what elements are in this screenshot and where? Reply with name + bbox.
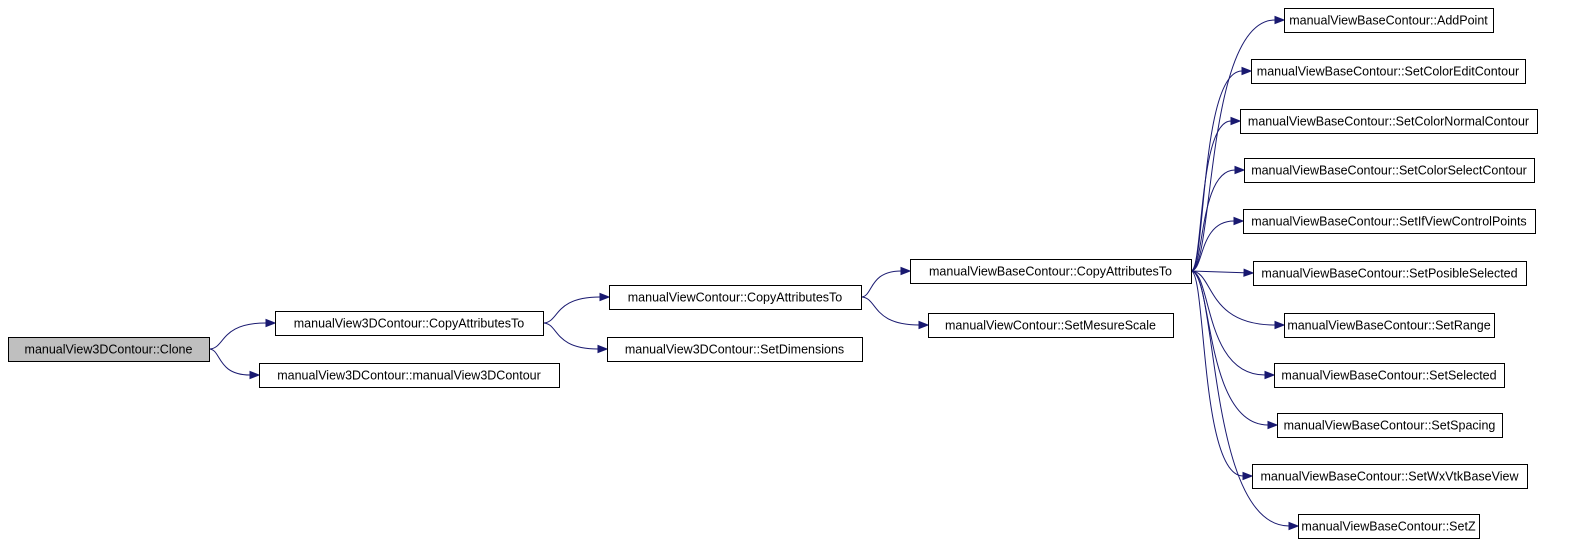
node-label: manualViewBaseContour::SetWxVtkBaseView [1260, 470, 1519, 484]
arrow-head [1234, 165, 1246, 175]
edge-vbc_copy-to-ifview [1190, 220, 1235, 272]
node-v3d_ctor[interactable]: manualView3DContour::manualView3DContour [259, 363, 560, 388]
edge-vbc_copy-to-setz [1190, 270, 1290, 527]
node-posible[interactable]: manualViewBaseContour::SetPosibleSelecte… [1253, 261, 1527, 286]
node-label: manualViewBaseContour::SetSelected [1281, 369, 1496, 383]
arrow-head [1241, 66, 1253, 76]
edges-layer [208, 15, 1300, 531]
arrow-head [1267, 420, 1279, 430]
edge-vbc_copy-to-addpoint [1190, 19, 1276, 272]
node-box [275, 311, 544, 336]
node-v3d_dims[interactable]: manualView3DContour::SetDimensions [607, 337, 863, 362]
node-box [1244, 158, 1535, 183]
node-box [910, 259, 1192, 284]
arrow-head [900, 266, 912, 276]
edge-vc_copy-to-vc_scale [860, 296, 920, 326]
node-box [1243, 209, 1536, 234]
node-ifview[interactable]: manualViewBaseContour::SetIfViewControlP… [1243, 209, 1536, 234]
node-colornormal[interactable]: manualViewBaseContour::SetColorNormalCon… [1240, 109, 1538, 134]
arrow-head [1242, 471, 1254, 481]
arrow-head [1288, 521, 1300, 531]
arrow-head [597, 344, 609, 354]
node-vc_scale[interactable]: manualViewContour::SetMesureScale [928, 313, 1174, 338]
node-label: manualViewContour::SetMesureScale [945, 319, 1156, 333]
arrow-head [1264, 370, 1276, 380]
node-label: manualViewBaseContour::SetPosibleSelecte… [1261, 267, 1517, 281]
node-box [1284, 313, 1495, 338]
arrow-head [1233, 216, 1245, 226]
arrow-head [1230, 116, 1242, 126]
node-label: manualViewBaseContour::SetSpacing [1284, 419, 1496, 433]
node-label: manualViewBaseContour::SetColorSelectCon… [1251, 164, 1527, 178]
node-label: manualView3DContour::Clone [25, 343, 193, 357]
node-box [1252, 464, 1528, 489]
arrow-head [1274, 15, 1286, 25]
edge-clone-to-v3d_copy [208, 322, 267, 350]
node-label: manualViewBaseContour::CopyAttributesTo [929, 265, 1172, 279]
edge-vbc_copy-to-colornormal [1190, 120, 1232, 272]
node-label: manualViewBaseContour::SetColorNormalCon… [1248, 115, 1529, 129]
arrow-head [599, 292, 611, 302]
node-spacing[interactable]: manualViewBaseContour::SetSpacing [1277, 413, 1503, 438]
node-box [1284, 8, 1494, 33]
edge-vc_copy-to-vbc_copy [860, 270, 902, 298]
edge-v3d_copy-to-vc_copy [542, 296, 601, 324]
node-addpoint[interactable]: manualViewBaseContour::AddPoint [1284, 8, 1494, 33]
arrow-head [918, 320, 930, 330]
node-label: manualViewBaseContour::SetZ [1301, 520, 1476, 534]
node-box [928, 313, 1174, 338]
arrow-head [249, 370, 261, 380]
node-label: manualViewContour::CopyAttributesTo [628, 291, 843, 305]
node-colorselect[interactable]: manualViewBaseContour::SetColorSelectCon… [1244, 158, 1535, 183]
node-box [1253, 261, 1527, 286]
node-label: manualView3DContour::CopyAttributesTo [294, 317, 524, 331]
edge-vbc_copy-to-colorselect [1190, 169, 1236, 272]
edge-vbc_copy-to-selected [1190, 270, 1266, 376]
arrow-head [1274, 320, 1286, 330]
node-box [1274, 363, 1505, 388]
node-box [8, 337, 210, 362]
edge-vbc_copy-to-wxvtk [1190, 270, 1244, 477]
node-vc_copy[interactable]: manualViewContour::CopyAttributesTo [609, 285, 862, 310]
edge-vbc_copy-to-range [1190, 270, 1276, 326]
node-setz[interactable]: manualViewBaseContour::SetZ [1298, 514, 1480, 539]
node-box [1298, 514, 1480, 539]
node-box [1240, 109, 1538, 134]
node-box [259, 363, 560, 388]
node-label: manualView3DContour::SetDimensions [625, 343, 844, 357]
node-wxvtk[interactable]: manualViewBaseContour::SetWxVtkBaseView [1252, 464, 1528, 489]
node-box [1251, 59, 1526, 84]
node-label: manualViewBaseContour::SetIfViewControlP… [1251, 215, 1526, 229]
node-selected[interactable]: manualViewBaseContour::SetSelected [1274, 363, 1505, 388]
node-label: manualViewBaseContour::AddPoint [1289, 14, 1488, 28]
node-box [1277, 413, 1503, 438]
node-box [607, 337, 863, 362]
node-range[interactable]: manualViewBaseContour::SetRange [1284, 313, 1495, 338]
node-vbc_copy[interactable]: manualViewBaseContour::CopyAttributesTo [910, 259, 1192, 284]
nodes-layer: manualView3DContour::ClonemanualView3DCo… [8, 8, 1538, 539]
arrow-head [1243, 268, 1255, 277]
node-v3d_copy[interactable]: manualView3DContour::CopyAttributesTo [275, 311, 544, 336]
node-label: manualView3DContour::manualView3DContour [277, 369, 541, 383]
node-coloredit[interactable]: manualViewBaseContour::SetColorEditConto… [1251, 59, 1526, 84]
edge-vbc_copy-to-posible [1190, 270, 1245, 274]
node-clone[interactable]: manualView3DContour::Clone [8, 337, 210, 362]
node-label: manualViewBaseContour::SetRange [1287, 319, 1490, 333]
edge-clone-to-v3d_ctor [208, 348, 251, 376]
node-label: manualViewBaseContour::SetColorEditConto… [1257, 65, 1519, 79]
arrow-head [265, 318, 277, 328]
edge-v3d_copy-to-v3d_dims [542, 322, 599, 350]
node-box [609, 285, 862, 310]
